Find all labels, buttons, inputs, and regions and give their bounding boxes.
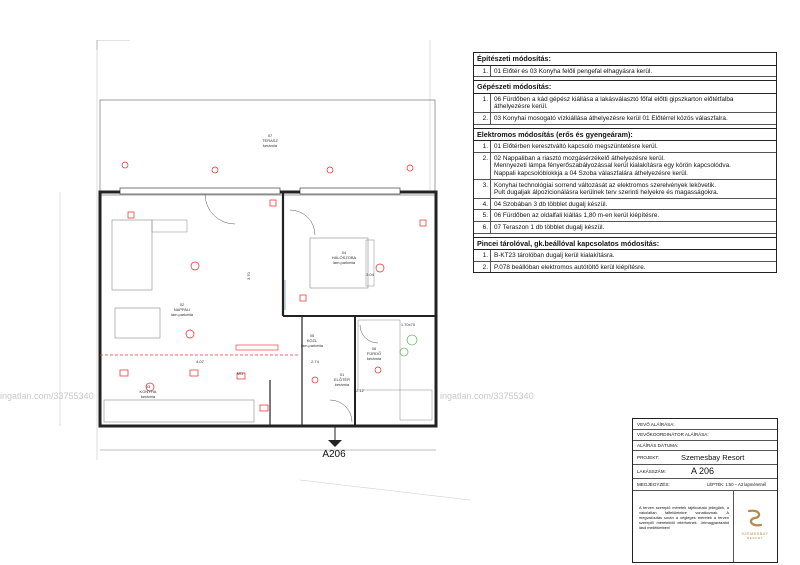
section-title: Elektromos módosítás (erős és gyengeáram… (474, 129, 776, 142)
section-gap (474, 234, 776, 238)
modification-text: B-KT23 tárolóban dugalj kerül kialakítás… (494, 252, 615, 260)
tb-agent-sig: VEVŐKOORDINÁTOR ALÁÍRÁSA: (637, 432, 709, 437)
room-floor-living: lam.parketta (171, 312, 194, 317)
tb-unit-value: A 206 (691, 466, 715, 476)
logo-subtext: RESORT (746, 536, 764, 540)
room-name-bath: FÜRDŐ (367, 351, 381, 356)
modification-row: 5.06 Fürdőben az oldalfali kiállás 1,80 … (474, 210, 776, 222)
tb-sign-date: ALÁÍRÁS DÁTUMA: (637, 443, 679, 448)
room-name-bedroom: HÁLÓSZOBA (332, 255, 357, 260)
dim-274: 2.74 (311, 359, 320, 364)
room-name-hall: KÖZL (307, 338, 318, 343)
modification-text: 01 Előtér és 03 Konyha felőli pengefal e… (494, 67, 653, 75)
section-title: Építészeti módosítás: (474, 53, 776, 66)
section-title: Gépészeti módosítás: (474, 81, 776, 94)
modification-row: 6.07 Teraszon 1 db többlet dugalj készül… (474, 221, 776, 234)
section-gap (474, 77, 776, 82)
section-title: Pincei tárolóval, gk.beállóval kapcsolat… (474, 238, 776, 251)
modification-row: 3.Konyhai technológiai sorrend változásá… (474, 179, 776, 199)
brand-logo: SZEMESBAY RESORT (737, 505, 773, 557)
modification-text: 07 Teraszon 1 db többlet dugalj készül. (494, 223, 605, 231)
modification-text: P.078 beállóban elektromos autótöltő ker… (494, 263, 646, 271)
modification-text: 03 Konyhai mosogató vízkiállása áthelyez… (494, 114, 728, 122)
tb-notes-area: MEGJEGYZÉS: LÉPTÉK: 1:50 – A3 lapméretné… (633, 478, 777, 562)
dim-mg: MG (237, 371, 243, 376)
tb-notes-label: MEGJEGYZÉS: (637, 482, 670, 487)
room-num-bath: 06 (372, 346, 377, 351)
title-block: VEVŐ ALÁÍRÁSA: VEVŐKOORDINÁTOR ALÁÍRÁSA:… (632, 418, 778, 563)
modification-number: 2. (474, 112, 491, 124)
tb-agent-sig-row: VEVŐKOORDINÁTOR ALÁÍRÁSA: (633, 429, 777, 441)
room-num-living: 02 (180, 302, 185, 307)
room-name-living: NAPPALI (174, 307, 191, 312)
tb-divider (633, 490, 777, 491)
watermark-right: ingatlan.com/33755340 (440, 391, 534, 401)
modification-number: 1. (474, 250, 491, 261)
tb-buyer-sig-row: VEVŐ ALÁÍRÁSA: (633, 419, 777, 430)
modification-row: 1.01 Előtérben keresztváltó kapcsoló meg… (474, 141, 776, 153)
modifications-table: Építészeti módosítás:1.01 Előtér és 03 K… (473, 52, 777, 274)
room-num-terrace: 07 (268, 133, 273, 138)
room-floor-bedroom: lam.parketta (333, 260, 356, 265)
room-floor-kitchen: kerámia (141, 394, 156, 399)
tb-project-label: PROJEKT: (637, 455, 659, 460)
dim-bedroom-height: 3.04 (366, 272, 375, 277)
room-floor-bath: kerámia (367, 356, 382, 361)
tb-unit-row: LAKÁSSZÁM: A 206 (633, 464, 777, 479)
modification-row: 1.B-KT23 tárolóban dugalj kerül kialakít… (474, 250, 776, 262)
tb-project-value: Szemesbay Resort (681, 453, 745, 462)
modification-text: 06 Fürdőben az oldalfali kiállás 1,80 m-… (494, 212, 660, 220)
room-floor-entry: kerámia (335, 382, 350, 387)
modification-row: 2.03 Konyhai mosogató vízkiállása áthely… (474, 112, 776, 125)
tb-date-row: ALÁÍRÁS DÁTUMA: (633, 440, 777, 451)
room-num-hall: 05 (310, 333, 315, 338)
modification-number: 3. (474, 179, 491, 198)
dim-living-width: 4.07 (196, 359, 205, 364)
section-gap (474, 125, 776, 129)
room-name-kitchen: KONYHA (140, 389, 157, 394)
modification-text: 06 Fürdőben a kád gépész kiállása a laká… (494, 95, 734, 111)
room-num-entry: 01 (340, 372, 345, 377)
logo-text: SZEMESBAY (741, 532, 769, 536)
modification-number: 4. (474, 198, 491, 210)
room-num-kitchen: 03 (146, 384, 151, 389)
modification-number: 6. (474, 221, 491, 233)
room-floor-hall: lam.parketta (301, 343, 324, 348)
modification-text: 02 Nappaliban a riasztó mozgásérzékelő á… (494, 154, 731, 177)
modification-row: 1.01 Előtér és 03 Konyha felőli pengefal… (474, 65, 776, 78)
modification-text: Konyhai technológiai sorrend változását … (494, 181, 719, 197)
tb-unit-label: LAKÁSSZÁM: (637, 469, 666, 474)
room-num-bedroom: 04 (342, 250, 347, 255)
modification-text: 04 Szobában 3 db többlet dugalj készül. (494, 200, 608, 208)
modification-row: 2.P.078 beállóban elektromos autótöltő k… (474, 261, 776, 273)
modification-text: 01 Előtérben keresztváltó kapcsoló megsz… (494, 143, 658, 151)
dim-212: 2.12 (356, 388, 365, 393)
modification-row: 1.06 Fürdőben a kád gépész kiállása a la… (474, 93, 776, 113)
modification-number: 1. (474, 65, 491, 77)
tb-buyer-sig: VEVŐ ALÁÍRÁSA: (637, 422, 675, 427)
floor-plan-drawing: 07 TERASZ kerámia 04 HÁLÓSZOBA lam.parke… (59, 40, 470, 501)
logo-mark-icon (747, 509, 763, 527)
tb-notes-text: A terven szereplő méretek tájékoztató je… (639, 505, 729, 530)
room-name-entry: ELŐTÉR (334, 377, 350, 382)
unit-tag: A206 (322, 449, 346, 460)
watermark-left: ingatlan.com/33755340 (0, 391, 94, 401)
modification-row: 2.02 Nappaliban a riasztó mozgásérzékelő… (474, 152, 776, 180)
modification-number: 2. (474, 261, 491, 273)
tb-project-row: PROJEKT: Szemesbay Resort (633, 450, 777, 465)
modification-number: 2. (474, 152, 491, 179)
room-floor-terrace: kerámia (263, 143, 278, 148)
room-name-terrace: TERASZ (262, 138, 278, 143)
modification-number: 1. (474, 93, 491, 112)
dim-living-height: 3.70 (246, 271, 251, 280)
dim-bath: 1.70x70 (401, 322, 416, 327)
tb-scale: LÉPTÉK: 1:50 – A3 lapméretnél (707, 482, 767, 487)
tb-logo-divider (733, 490, 734, 562)
modification-row: 4.04 Szobában 3 db többlet dugalj készül… (474, 198, 776, 211)
modification-number: 5. (474, 210, 491, 221)
modification-number: 1. (474, 141, 491, 152)
